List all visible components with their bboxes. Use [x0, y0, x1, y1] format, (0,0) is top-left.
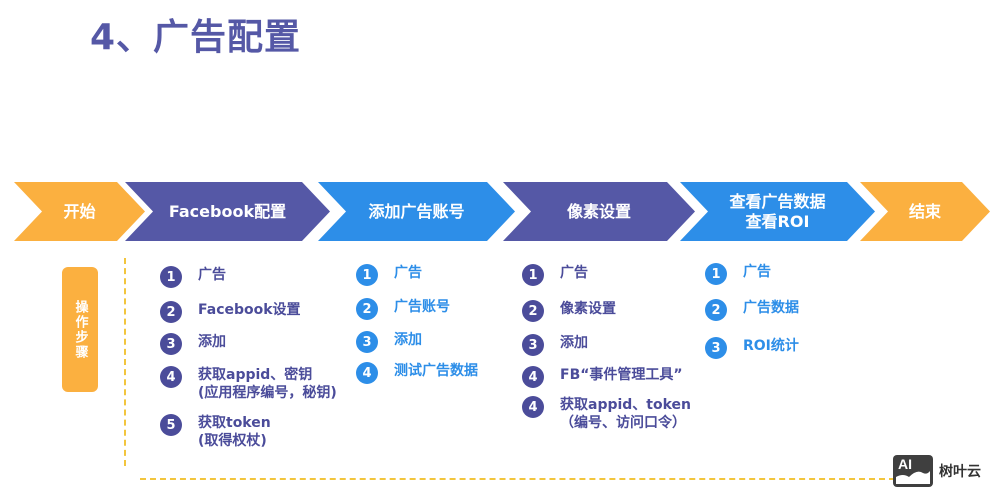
step-number-badge: 3 [522, 334, 544, 356]
step-number-badge: 3 [705, 337, 727, 359]
step-text: 获取appid、token （编号、访问口令） [560, 396, 691, 432]
chevron-shape-icon [125, 182, 330, 241]
step-item: 4 获取appid、token （编号、访问口令） [522, 396, 691, 432]
step-text: 广告 [743, 264, 771, 280]
step-number-badge: 2 [522, 300, 544, 322]
step-text: 广告数据 [743, 300, 799, 316]
step-number-badge: 2 [356, 298, 378, 320]
step-item: 3 添加 [160, 333, 226, 355]
flow-step-label: 像素设置 [566, 201, 631, 221]
flow-step-add-ad-account: 添加广告账号 [318, 182, 515, 241]
step-text-line1: 获取appid、密钥 [198, 367, 313, 383]
step-number-badge: 3 [160, 333, 182, 355]
horizontal-dashed-divider [140, 478, 895, 480]
flow-step-end: 结束 [860, 182, 990, 241]
step-number-badge: 1 [522, 264, 544, 286]
chevron-shape-icon [680, 182, 875, 241]
step-text-line2: （编号、访问口令） [560, 415, 686, 431]
ai-image-icon: AI [893, 455, 933, 487]
step-number-badge: 1 [705, 263, 727, 285]
step-text-line1: 获取token [198, 415, 271, 431]
step-item: 5 获取token (取得权杖) [160, 414, 271, 450]
flow-step-start: 开始 [14, 182, 145, 241]
step-item: 1 广告 [356, 264, 422, 286]
step-item: 3 添加 [356, 331, 422, 353]
step-number-badge: 3 [356, 331, 378, 353]
logo-text: 树叶云 [939, 464, 981, 480]
step-text: 添加 [560, 335, 588, 351]
page-title: 4、广告配置 [90, 17, 302, 58]
step-text: 添加 [198, 334, 226, 350]
flow-step-view-ad-data: 查看广告数据 查看ROI [680, 182, 875, 241]
flow-step-label-line1: 查看广告数据 [729, 191, 826, 211]
flow-step-label-line2: 查看ROI [745, 211, 810, 231]
step-number-badge: 4 [522, 396, 544, 418]
step-text: 测试广告数据 [394, 363, 478, 379]
step-item: 3 添加 [522, 334, 588, 356]
step-item: 3 ROI统计 [705, 337, 799, 359]
step-text: 广告 [198, 267, 226, 283]
step-text: 广告 [560, 265, 588, 281]
process-flow: 开始 Facebook配置 添加广告账号 像素设置 查看广告数据 查看ROI 结… [14, 182, 990, 241]
step-text-line2: (应用程序编号，秘钥) [198, 385, 337, 401]
operation-steps-tag: 操作步骤 [62, 267, 98, 392]
flow-step-label: 查看广告数据 查看ROI [729, 192, 825, 232]
step-text: 广告 [394, 265, 422, 281]
flow-step-label: 添加广告账号 [368, 201, 465, 221]
step-number-badge: 4 [160, 366, 182, 388]
chevron-shape-icon [860, 182, 990, 241]
step-text-line2: (取得权杖) [198, 433, 267, 449]
step-number-badge: 4 [356, 362, 378, 384]
step-item: 2 广告账号 [356, 298, 450, 320]
step-text-line1: 获取appid、token [560, 397, 692, 413]
step-item: 2 广告数据 [705, 299, 799, 321]
logo-badge-text: AI [898, 456, 912, 472]
mountain-icon [896, 471, 930, 484]
step-text: FB“事件管理工具” [560, 367, 683, 383]
flow-step-label: Facebook配置 [168, 201, 287, 221]
step-text: 获取token (取得权杖) [198, 414, 271, 450]
step-number-badge: 1 [356, 264, 378, 286]
step-text: 添加 [394, 332, 422, 348]
step-number-badge: 5 [160, 414, 182, 436]
flow-step-pixel-settings: 像素设置 [503, 182, 695, 241]
chevron-shape-icon [503, 182, 695, 241]
step-text: ROI统计 [743, 338, 799, 354]
step-item: 4 FB“事件管理工具” [522, 366, 683, 388]
step-item: 4 测试广告数据 [356, 362, 478, 384]
step-number-badge: 2 [705, 299, 727, 321]
step-item: 1 广告 [160, 266, 226, 288]
flow-step-label: 开始 [63, 201, 96, 221]
step-text: 广告账号 [394, 299, 450, 315]
step-text: Facebook设置 [198, 302, 301, 318]
vertical-dashed-divider [124, 258, 126, 466]
chevron-shape-icon [14, 182, 145, 241]
step-item: 1 广告 [522, 264, 588, 286]
step-text: 获取appid、密钥 (应用程序编号，秘钥) [198, 366, 337, 402]
step-item: 2 像素设置 [522, 300, 616, 322]
watermark-logo: AI 树叶云 [893, 455, 981, 487]
step-number-badge: 4 [522, 366, 544, 388]
step-item: 4 获取appid、密钥 (应用程序编号，秘钥) [160, 366, 337, 402]
flow-step-label: 结束 [908, 201, 941, 221]
step-item: 1 广告 [705, 263, 771, 285]
step-item: 2 Facebook设置 [160, 301, 301, 323]
step-number-badge: 1 [160, 266, 182, 288]
step-text: 像素设置 [560, 301, 616, 317]
flow-step-facebook-config: Facebook配置 [125, 182, 330, 241]
step-number-badge: 2 [160, 301, 182, 323]
operation-steps-label: 操作步骤 [72, 299, 88, 360]
chevron-shape-icon [318, 182, 515, 241]
